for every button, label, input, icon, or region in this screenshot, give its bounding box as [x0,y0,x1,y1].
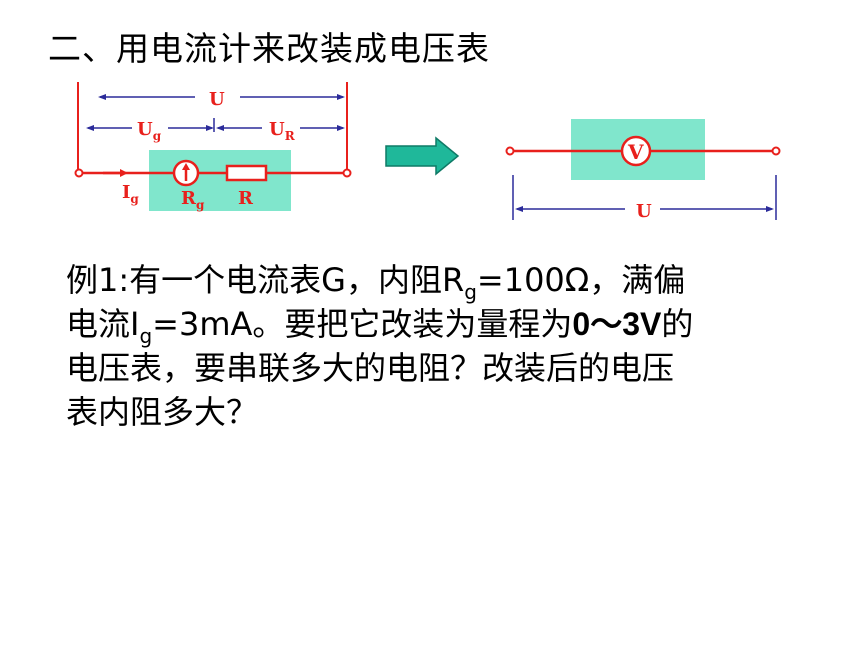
problem-part: 表内阻多大？ [66,393,259,431]
problem-part: =3mA。要把它改装为量程为 [152,305,573,343]
galvanometer-resistor-box [149,150,291,211]
label-ug: Ug [137,119,162,143]
problem-part: 例1:有一个电流表G，内阻R [66,261,465,299]
right-circuit: V U [505,119,781,222]
voltmeter-label: V [627,140,644,164]
problem-part: 的 [661,305,694,343]
label-u: U [209,89,225,110]
slide-title: 二、用电流计来改装成电压表 [48,29,490,68]
label-r: R [238,188,254,209]
left-circuit: U Ug UR Ig Rg R [74,82,352,212]
label-ur: UR [269,119,296,143]
label-ig: Ig [122,182,139,206]
resistor-icon [225,164,268,182]
left-terminal [505,146,515,156]
right-terminal [342,168,352,178]
transform-arrow-icon [385,136,460,176]
range-value: 0～3V [572,306,662,342]
label-rg: Rg [181,188,205,212]
problem-text: 例1:有一个电流表G，内阻Rg=100Ω，满偏 电流Ig=3mA。要把它改装为量… [66,258,826,434]
problem-part: 电流I [66,305,140,343]
right-terminal [771,146,781,156]
subscript: g [139,324,153,348]
problem-part: 电压表，要串联多大的电阻？改装后的电压 [66,349,675,387]
left-terminal [74,168,84,178]
label-u-right: U [636,201,652,222]
voltmeter-icon [620,135,652,167]
problem-part: =100Ω，满偏 [476,261,686,299]
subscript: g [464,280,477,304]
circuit-diagrams: U Ug UR Ig Rg R V U [74,82,781,222]
